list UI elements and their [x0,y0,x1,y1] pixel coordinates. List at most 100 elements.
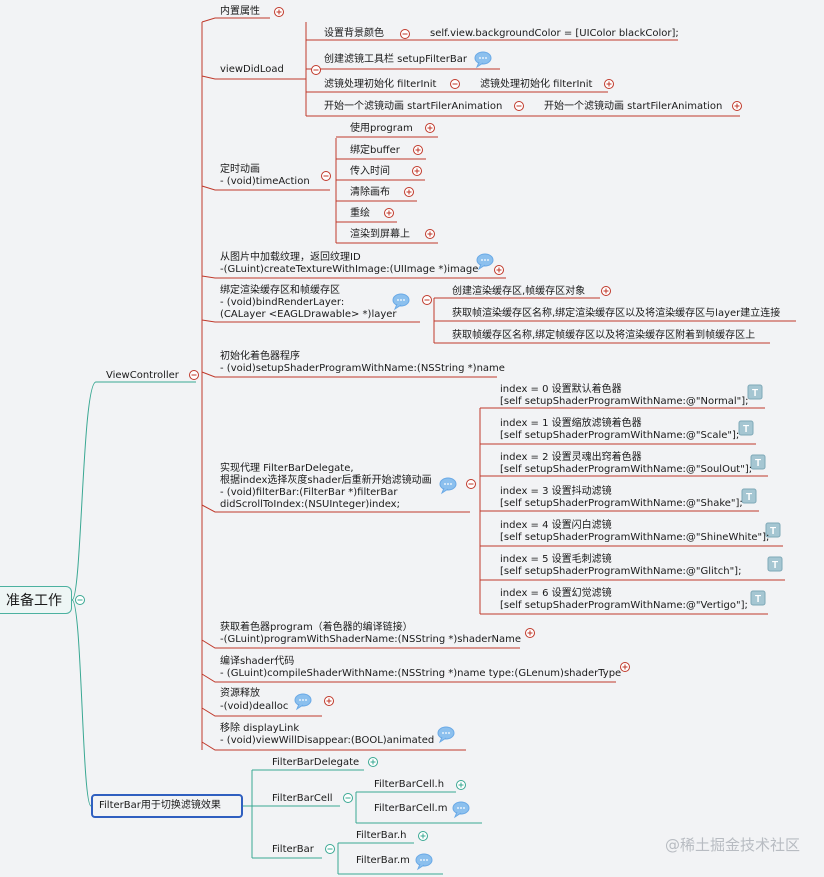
node-remove-displaylink-method: - (void)viewWillDisappear:(BOOL)animated [220,735,435,746]
node-index-1-title: index = 1 设置缩放滤镜着色器 [500,418,642,429]
note-bubble-icon[interactable] [439,477,457,495]
node-use-program: 使用program [350,123,413,134]
expand-toggle-icon[interactable] [404,187,414,197]
node-filterbar-cell: FilterBarCell [272,793,333,804]
node-index-5-title: index = 5 设置毛刺滤镜 [500,554,612,565]
connector-line [201,17,270,23]
node-filterbar-m: FilterBar.m [356,855,410,866]
connector-line [201,707,322,717]
connector-line [201,639,520,649]
connector-line [201,673,616,683]
svg-text:T: T [772,560,778,571]
node-redraw: 重绘 [350,208,370,219]
node-filterinit: 滤镜处理初始化 filterInit [324,79,437,90]
expand-toggle-icon[interactable] [601,286,611,296]
expand-toggle-icon[interactable] [620,662,630,672]
node-render-screen: 渲染到屏幕上 [350,229,410,240]
text-note-icon[interactable]: T [738,420,754,436]
expand-toggle-icon[interactable] [412,166,422,176]
node-filterbar-cell-h: FilterBarCell.h [374,779,445,790]
collapse-toggle-icon[interactable] [466,479,476,489]
node-timer-title: 定时动画 [220,164,260,175]
svg-text:T: T [770,526,776,537]
viewcontroller-node[interactable]: ViewController [106,370,179,381]
node-index-5-code: [self setupShaderProgramWithName:@"Glitc… [500,566,742,577]
node-bind-render-layer: 绑定渲染缓存区和帧缓存区 [220,285,340,296]
expand-toggle-icon[interactable] [494,265,504,275]
node-timer-method: - (void)timeAction [220,176,310,187]
text-note-icon[interactable]: T [750,590,766,606]
note-bubble-icon[interactable] [476,253,494,271]
note-bubble-icon[interactable] [392,293,410,311]
root-node[interactable]: 准备工作 [0,586,72,614]
node-create-filterbar: 创建滤镜工具栏 setupFilterBar [324,54,468,65]
node-dealloc: 资源释放 [220,688,260,699]
collapse-toggle-icon[interactable] [422,295,432,305]
text-note-icon[interactable]: T [741,488,757,504]
filterbar-node[interactable]: FilterBar用于切换滤镜效果 [91,794,243,818]
text-note-icon[interactable]: T [767,556,783,572]
node-index-6-title: index = 6 设置幻觉滤镜 [500,588,612,599]
expand-toggle-icon[interactable] [274,7,284,17]
root-to-filterbar-line [71,599,92,807]
note-bubble-icon[interactable] [452,801,470,819]
node-index-4-code: [self setupShaderProgramWithName:@"Shine… [500,532,770,543]
collapse-toggle-icon[interactable] [321,171,331,181]
collapse-toggle-icon[interactable] [343,793,353,803]
node-bind-render-layer-method: - (void)bindRenderLayer: [220,297,345,308]
expand-toggle-icon[interactable] [456,780,466,790]
node-index-3-code: [self setupShaderProgramWithName:@"Shake… [500,498,743,509]
note-bubble-icon[interactable] [294,693,312,711]
expand-toggle-icon[interactable] [368,757,378,767]
note-bubble-icon[interactable] [474,51,492,69]
node-get-program-method: -(GLuint)programWithShaderName:(NSString… [220,634,522,645]
expand-toggle-icon[interactable] [384,208,394,218]
expand-toggle-icon[interactable] [425,123,435,133]
collapse-toggle-icon[interactable] [75,595,85,605]
note-bubble-icon[interactable] [437,726,455,744]
collapse-toggle-icon[interactable] [400,29,410,39]
node-frame-buffer-binding: 获取帧缓存区名称,绑定帧缓存区以及将渲染缓存区附着到帧缓存区上 [452,330,756,341]
node-render-buffer-binding: 获取帧渲染缓存区名称,绑定渲染缓存区以及将渲染缓存区与layer建立连接 [452,308,781,319]
collapse-toggle-icon[interactable] [325,844,335,854]
node-index-3-title: index = 3 设置抖动滤镜 [500,486,612,497]
node-clear-canvas: 清除画布 [350,187,390,198]
node-pass-time: 传入时间 [350,166,390,177]
expand-toggle-icon[interactable] [525,628,535,638]
expand-toggle-icon[interactable] [732,101,742,111]
connector-line [201,275,506,279]
node-index-1-code: [self setupShaderProgramWithName:@"Scale… [500,430,740,441]
collapse-toggle-icon[interactable] [311,65,321,75]
node-index-2-code: [self setupShaderProgramWithName:@"SoulO… [500,464,753,475]
node-dealloc-method: -(void)dealloc [220,701,289,712]
svg-text:T: T [746,492,752,503]
node-viewdidload: viewDidLoad [220,64,284,75]
node-filterinit-child: 滤镜处理初始化 filterInit [480,79,593,90]
root-to-viewcontroller-line [71,381,196,601]
node-builtin-properties: 内置属性 [220,6,260,17]
expand-toggle-icon[interactable] [425,229,435,239]
collapse-toggle-icon[interactable] [189,370,199,380]
node-delegate-title: 实现代理 FilterBarDelegate, [220,463,354,474]
node-start-animation: 开始一个滤镜动画 startFilerAnimation [324,101,503,112]
expand-toggle-icon[interactable] [413,145,423,155]
node-remove-displaylink: 移除 displayLink [220,723,300,734]
svg-text:T: T [755,594,761,605]
expand-toggle-icon[interactable] [324,696,334,706]
expand-toggle-icon[interactable] [604,79,614,89]
note-bubble-icon[interactable] [415,853,433,871]
node-delegate-method-param: didScrollToIndex:(NSUInteger)index; [220,499,400,510]
expand-toggle-icon[interactable] [418,831,428,841]
node-compile-shader-method: - (GLuint)compileShaderWithName:(NSStrin… [220,668,622,679]
collapse-toggle-icon[interactable] [450,79,460,89]
connector-line [201,319,420,323]
text-note-icon[interactable]: T [750,454,766,470]
node-set-background-code: self.view.backgroundColor = [UIColor bla… [430,28,679,39]
collapse-toggle-icon[interactable] [514,101,524,111]
node-create-buffers: 创建渲染缓存区,帧缓存区对象 [452,286,586,297]
svg-text:T: T [743,424,749,435]
text-note-icon[interactable]: T [765,522,781,538]
text-note-icon[interactable]: T [747,384,763,400]
node-filterbar: FilterBar [272,844,314,855]
